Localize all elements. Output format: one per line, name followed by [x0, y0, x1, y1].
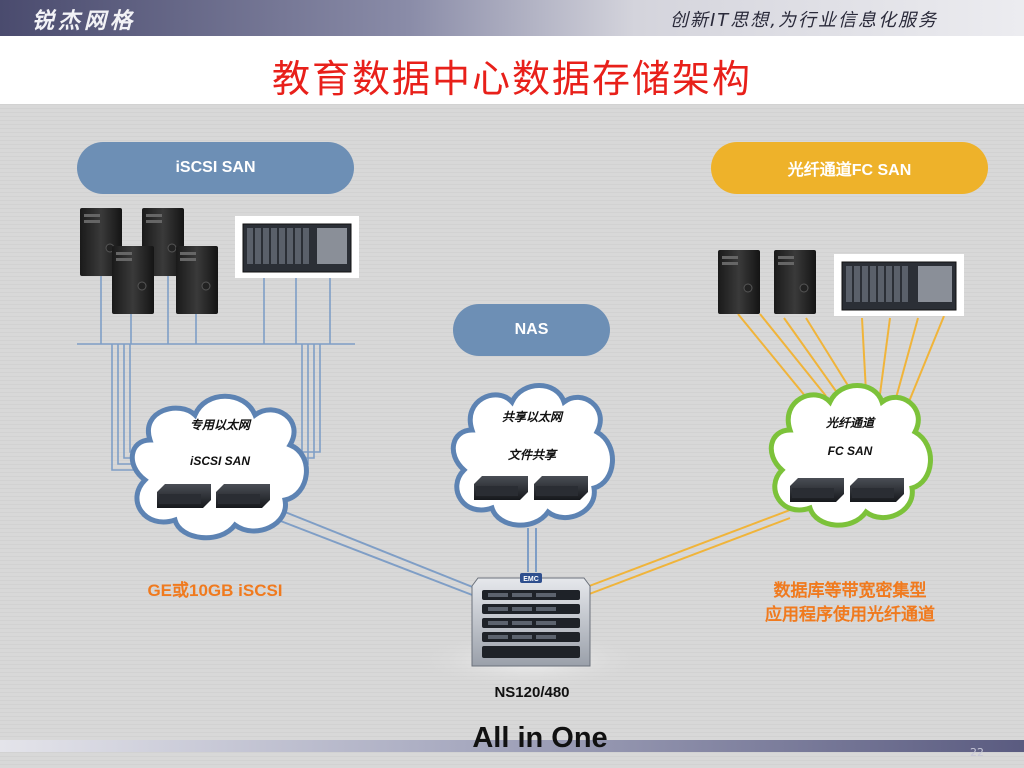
nas-switch-1: [474, 476, 528, 500]
iscsi-server-3: [112, 246, 154, 314]
top-banner: 锐杰网格 创新IT思想,为行业信息化服务: [0, 0, 1024, 36]
fc-switch-2: [850, 478, 904, 502]
nas-pill: NAS: [453, 304, 610, 356]
iscsi-cloud-label-1: 专用以太网: [189, 418, 250, 432]
iscsi-server-4: [176, 246, 218, 314]
iscsi-to-storage-links: [277, 509, 481, 599]
nas-cloud-label-2: 文件共享: [507, 448, 556, 462]
nas-to-storage-links: [527, 528, 537, 572]
brand-name: 锐杰网格: [32, 9, 137, 34]
fc-switch-1: [790, 478, 844, 502]
fc-server-2: [774, 250, 816, 314]
page-number: 22: [970, 746, 984, 759]
page-title: 教育数据中心数据存储架构: [271, 57, 752, 101]
nas-switch-2: [534, 476, 588, 500]
ns-storage-array: [471, 573, 591, 667]
fc-blade-chassis: [834, 254, 964, 316]
fc-cloud-label-2: FC SAN: [827, 444, 873, 458]
fc-to-storage-links: [583, 509, 791, 597]
iscsi-san-pill: iSCSI SAN: [77, 142, 354, 194]
fc-note-line-2: 应用程序使用光纤通道: [765, 605, 935, 624]
iscsi-blade-chassis: [235, 216, 359, 278]
fc-san-pill: 光纤通道FC SAN: [711, 142, 988, 194]
emc-badge: EMC: [523, 576, 539, 583]
iscsi-speed-note: GE或10GB iSCSI: [147, 581, 283, 600]
storage-model-label: NS120/480: [494, 684, 570, 701]
iscsi-switch-2: [216, 484, 270, 508]
fc-server-1: [718, 250, 760, 314]
all-in-one-tagline: All in One: [472, 722, 608, 754]
title-bar: [0, 36, 1024, 104]
iscsi-switch-1: [157, 484, 211, 508]
fc-note-line-1: 数据库等带宽密集型: [773, 581, 927, 600]
fc-fibre-links: [737, 313, 945, 405]
iscsi-cloud-label-2: iSCSI SAN: [189, 454, 250, 468]
nas-cloud-label-1: 共享以太网: [501, 410, 562, 424]
bottom-banner: [0, 740, 1024, 752]
slogan: 创新IT思想,为行业信息化服务: [669, 10, 938, 31]
fc-cloud-label-1: 光纤通道: [825, 416, 874, 430]
